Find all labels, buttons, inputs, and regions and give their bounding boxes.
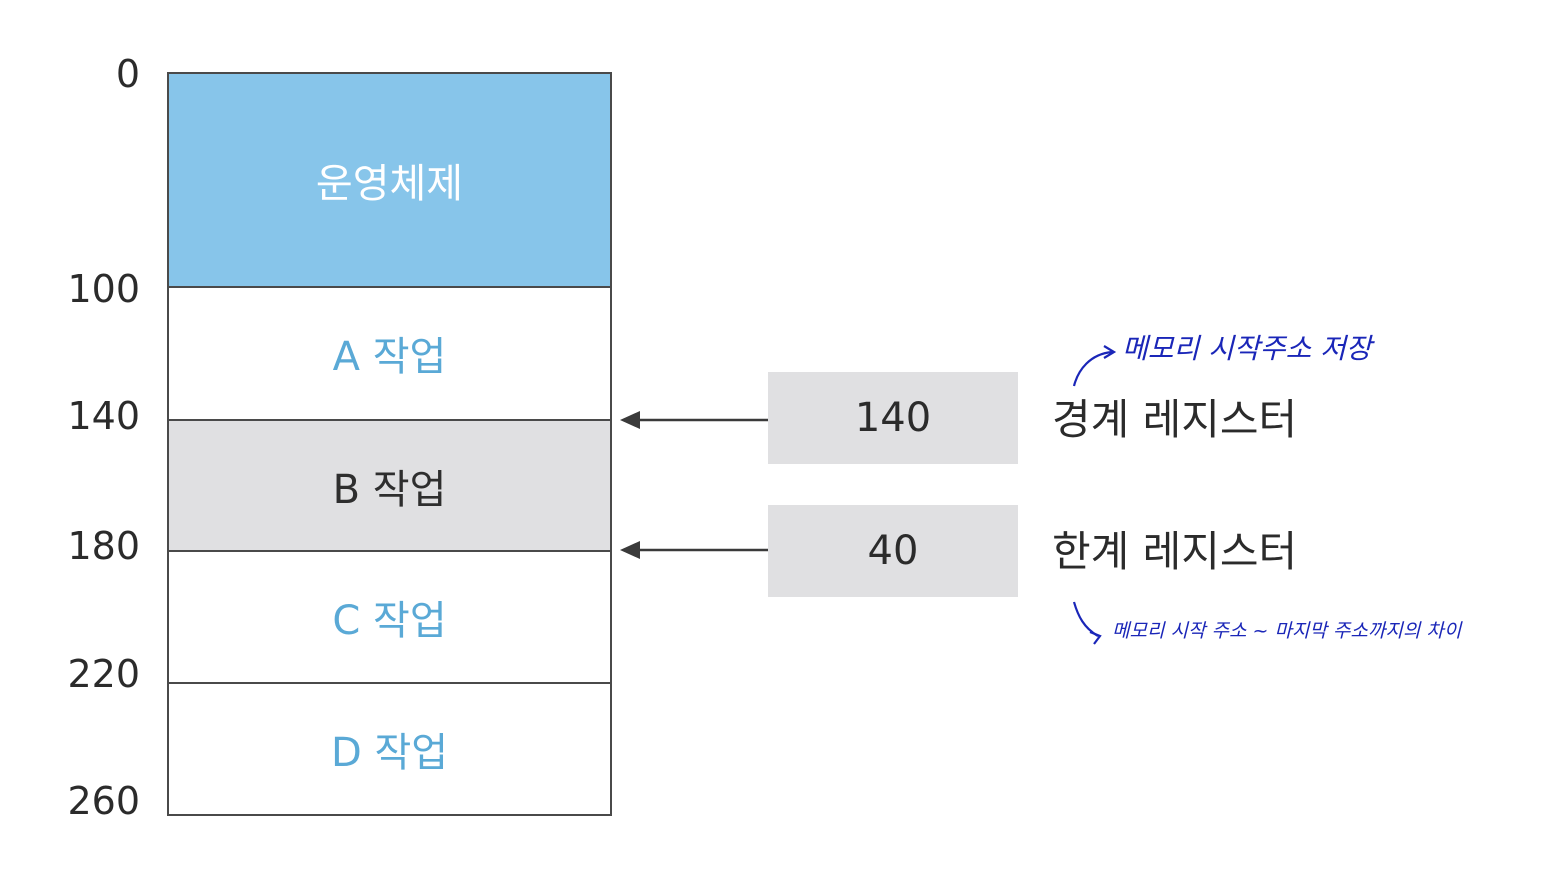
address-140: 140 <box>67 394 140 438</box>
job-b-label: B 작업 <box>332 466 447 513</box>
limit-arrow <box>620 541 770 559</box>
job-a-label: A 작업 <box>332 333 447 380</box>
memory-block-b: B 작업 <box>167 419 612 552</box>
boundary-register-label: 경계 레지스터 <box>1052 395 1298 444</box>
os-label: 운영체제 <box>315 161 464 207</box>
memory-block-c: C 작업 <box>167 550 612 684</box>
boundary-note: 메모리 시작주소 저장 <box>1122 332 1372 365</box>
limit-register-value: 40 <box>867 528 919 574</box>
boundary-register-value: 140 <box>854 395 932 441</box>
address-0: 0 <box>115 52 140 96</box>
job-c-label: C 작업 <box>332 598 447 644</box>
address-220: 220 <box>67 652 140 696</box>
job-d-label: D 작업 <box>330 730 449 776</box>
limit-register-box: 40 <box>768 505 1018 597</box>
limit-note-arrow-icon <box>1072 601 1102 645</box>
memory-block-os: 운영체제 <box>167 72 612 288</box>
address-100: 100 <box>67 267 140 311</box>
address-260: 260 <box>67 779 140 823</box>
memory-block-d: D 작업 <box>167 682 612 816</box>
limit-register-label: 한계 레지스터 <box>1052 527 1298 576</box>
limit-note: 메모리 시작 주소 ~ 마지막 주소까지의 차이 <box>1112 620 1462 642</box>
boundary-note-arrow-icon <box>1072 345 1117 387</box>
boundary-register-box: 140 <box>768 372 1018 464</box>
address-180: 180 <box>67 524 140 568</box>
memory-block-a: A 작업 <box>167 286 612 421</box>
boundary-arrow <box>620 411 770 429</box>
